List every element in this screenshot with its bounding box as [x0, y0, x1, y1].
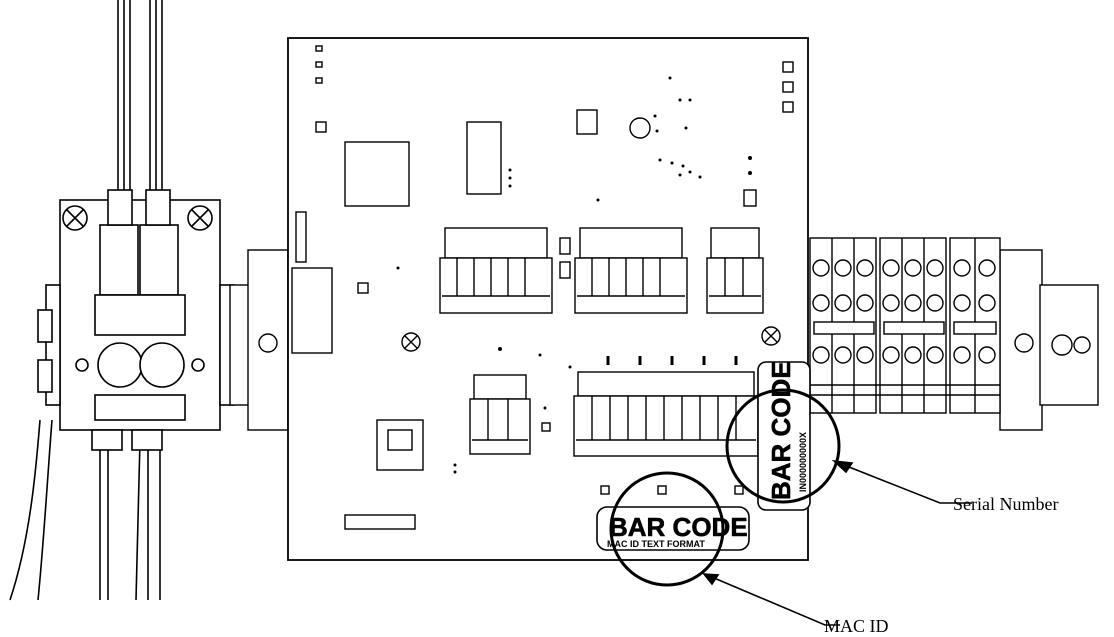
terminal-blocks-right — [809, 237, 1001, 414]
board-components — [291, 45, 794, 530]
wiring-left — [9, 0, 163, 601]
serial-number-arrowhead — [831, 459, 854, 474]
barcode-horizontal-title: BAR CODE — [609, 512, 748, 542]
relay-module — [37, 189, 235, 451]
connector-top-middle — [574, 227, 688, 314]
din-rail — [229, 249, 1099, 431]
serial-number-callout: Serial Number — [953, 494, 1058, 514]
highlight-circles — [609, 388, 841, 587]
connector-lower-right — [573, 356, 759, 457]
serial-number-highlight-circle — [725, 388, 841, 504]
mac-id-barcode-label: BAR CODE MAC ID TEXT FORMAT — [596, 506, 750, 551]
serial-number-leader-line — [843, 464, 972, 504]
mac-id-callout: MAC ID — [824, 616, 889, 636]
serial-number-barcode-label: BAR CODE IN000000000X — [757, 361, 811, 511]
barcode-horizontal-mac: MAC ID TEXT FORMAT — [607, 539, 705, 549]
connector-top-right — [706, 227, 764, 314]
mac-id-arrowhead — [702, 573, 720, 586]
mac-id-leader-line — [706, 574, 840, 626]
barcode-vertical-serial: IN000000000X — [798, 432, 808, 492]
callout-arrows — [702, 459, 972, 626]
board-dots — [396, 76, 752, 474]
mac-id-highlight-circle — [609, 471, 725, 587]
barcode-vertical-title: BAR CODE — [766, 361, 796, 500]
connector-lower-left — [469, 374, 531, 455]
connector-top-left — [439, 227, 553, 314]
